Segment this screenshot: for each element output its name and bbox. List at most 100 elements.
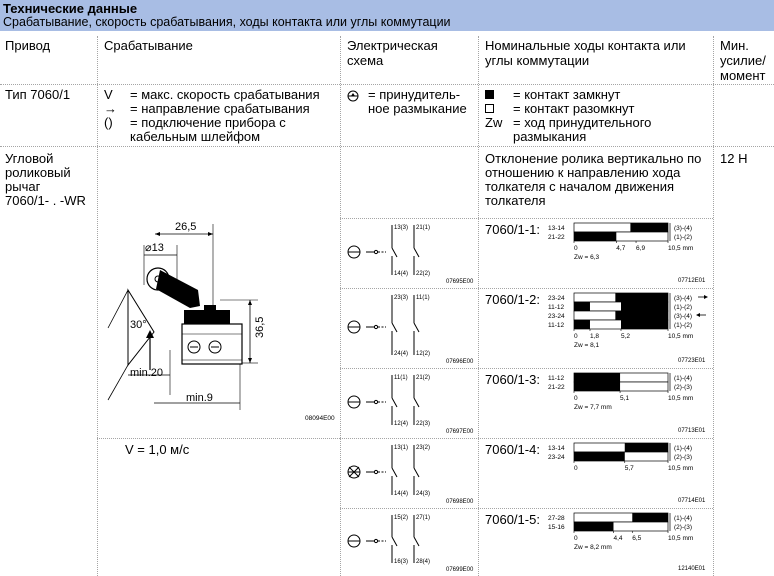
scheme-ref: 07698E00	[446, 499, 474, 505]
terminal-label: 16(3)	[394, 559, 408, 565]
svg-text:26,5: 26,5	[175, 221, 196, 233]
contact-row-pins: (1)-(2)	[674, 322, 692, 329]
contact-row-pins: (1)-(4)	[674, 375, 692, 382]
contact-row-pins: (1)-(2)	[674, 234, 692, 241]
variant-label: 7060/1-1:	[485, 222, 540, 237]
contact-row-pins: (1)-(4)	[674, 445, 692, 452]
scheme-variant-5: 15(2)16(3)27(1)28(4)07699E00	[347, 515, 474, 573]
terminal-label: 11(1)	[416, 295, 430, 301]
terminal-label: 11(1)	[394, 375, 408, 381]
zw-value: Zw = 6,3	[574, 254, 599, 261]
svg-text:min.9: min.9	[186, 392, 213, 404]
closed-square-icon	[485, 90, 494, 99]
variant-label: 7060/1-5:	[485, 512, 540, 527]
col-drive: Привод	[5, 38, 51, 53]
closed-segment	[624, 443, 668, 452]
svg-text:08094E00: 08094E00	[305, 415, 335, 422]
closed-segment	[632, 513, 668, 522]
col-force: Мин.усилие/момент	[720, 38, 766, 83]
forced-opening-icon	[347, 534, 361, 548]
chart-ref: 07723E01	[678, 358, 706, 364]
legend-forced: = принудитель-ное размыкание	[368, 87, 467, 116]
closed-segment	[574, 373, 621, 382]
closed-segment	[621, 320, 668, 329]
tick-label: 6,9	[636, 245, 645, 252]
contact-row-label: 11-12	[548, 375, 565, 382]
contact-row-pins: (3)-(4)	[674, 225, 692, 232]
contact-row-pins: (2)-(3)	[674, 524, 692, 531]
tick-label: 5,2	[621, 333, 630, 340]
tick-label: 10,5 mm	[668, 535, 693, 542]
switch-drawing: 26,5 ⌀13 36,5 30° min.20 min.9 08094E00	[107, 221, 335, 422]
tick-label: 0	[574, 465, 578, 472]
contact-row-pins: (1)-(4)	[674, 515, 692, 522]
open-square-icon	[485, 104, 494, 113]
section-subtitle: Срабатывание, скорость срабатывания, ход…	[3, 15, 451, 29]
legend-actuation: V= макс. скорость срабатывания →= направ…	[104, 87, 320, 144]
svg-text:30°: 30°	[130, 319, 147, 331]
tick-label: 4,7	[616, 245, 625, 252]
header-bar	[0, 0, 774, 31]
terminal-label: 22(3)	[416, 421, 430, 427]
col-actuation: Срабатывание	[104, 38, 193, 53]
closed-segment	[574, 302, 590, 311]
contact-row-label: 13-14	[548, 445, 565, 452]
contact-row-label: 27-28	[548, 515, 565, 522]
terminal-label: 24(4)	[394, 351, 408, 357]
tick-label: 0	[574, 395, 578, 402]
contact-row-label: 23-24	[548, 295, 565, 302]
terminal-label: 12(2)	[416, 351, 430, 357]
terminal-label: 28(4)	[416, 559, 430, 565]
terminal-label: 24(3)	[416, 491, 430, 497]
contact-row-label: 13-14	[548, 225, 565, 232]
forced-opening-icon	[347, 245, 361, 259]
type-label: Тип 7060/1	[5, 87, 71, 102]
terminal-label: 23(2)	[416, 445, 430, 451]
tick-label: 5,7	[625, 465, 634, 472]
terminal-label: 12(4)	[394, 421, 408, 427]
closed-segment	[630, 223, 668, 232]
contact-row-label: 23-24	[548, 313, 565, 320]
contact-row-pins: (1)-(2)	[674, 304, 692, 311]
zw-value: Zw = 8,1	[574, 342, 599, 349]
tick-label: 10,5 mm	[668, 245, 693, 252]
terminal-label: 13(1)	[394, 445, 408, 451]
contact-row-label: 21-22	[548, 234, 565, 241]
terminal-label: 23(3)	[394, 295, 408, 301]
terminal-label: 21(1)	[416, 225, 430, 231]
scheme-variant-2: 23(3) 24(4) 11(1) 12(2) 07696E00	[347, 295, 474, 365]
svg-text:min.20: min.20	[130, 367, 163, 379]
contact-row-label: 21-22	[548, 384, 565, 391]
closed-segment	[621, 302, 668, 311]
tick-label: 6,5	[632, 535, 641, 542]
variant-label: 7060/1-4:	[485, 442, 540, 457]
tick-label: 5,1	[620, 395, 629, 402]
closed-segment	[574, 382, 621, 391]
contact-row-label: 15-16	[548, 524, 565, 531]
tick-label: 4,4	[613, 535, 622, 542]
forced-opening-icon	[347, 90, 361, 109]
variant-label: 7060/1-3:	[485, 372, 540, 387]
terminal-label: 21(2)	[416, 375, 430, 381]
zw-value: Zw = 8,2 mm	[574, 544, 612, 551]
tick-label: 1,8	[590, 333, 599, 340]
contact-row-label: 23-24	[548, 454, 565, 461]
scheme-variant-1: 13(3)14(4)21(1)22(2)07695E00	[347, 225, 474, 285]
terminal-label: 15(2)	[394, 515, 408, 521]
scheme-ref: 07696E00	[446, 359, 474, 365]
forced-opening-icon	[347, 320, 361, 334]
terminal-label: 14(4)	[394, 271, 408, 277]
scheme-variant-4: 13(1)14(4)23(2)24(3)07698E00	[347, 445, 474, 505]
scheme-ref: 07697E00	[446, 429, 474, 435]
closed-segment	[574, 452, 625, 461]
tick-label: 10,5 mm	[668, 395, 693, 402]
tick-label: 10,5 mm	[668, 465, 693, 472]
terminal-label: 27(1)	[416, 515, 430, 521]
legend-contacts: = контакт замкнут = контакт разомкнут Zw…	[485, 87, 652, 144]
